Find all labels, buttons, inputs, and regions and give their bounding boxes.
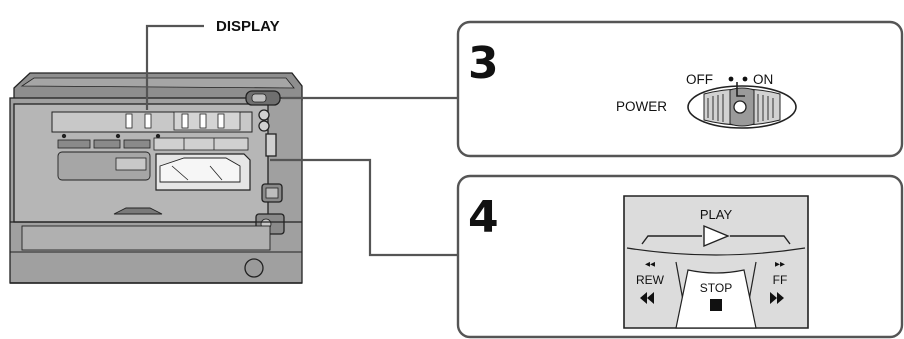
- video-deck-device: [9, 72, 303, 284]
- on-indicator-dot: [742, 76, 748, 82]
- fast-forward-button[interactable]: ▶▶ FF: [770, 261, 787, 304]
- off-label: OFF: [686, 72, 713, 87]
- fast-forward-icon: [770, 292, 784, 304]
- power-switch-pointer: [736, 82, 745, 97]
- play-icon: [703, 224, 730, 248]
- svg-text:◀◀: ◀◀: [645, 261, 656, 268]
- rewind-icon: [640, 292, 654, 304]
- rewind-button[interactable]: ◀◀ REW: [636, 261, 665, 304]
- svg-text:▶▶: ▶▶: [775, 261, 786, 268]
- leader-lines: [145, 24, 462, 257]
- play-button[interactable]: PLAY: [630, 202, 802, 248]
- rew-label: REW: [636, 273, 665, 287]
- display-leader-line: [145, 24, 204, 110]
- panel-step-4: 4 PLAY ◀◀ REW STO: [456, 174, 904, 339]
- display-button: [144, 113, 152, 129]
- step-number-3: 3: [468, 38, 499, 89]
- on-label: ON: [753, 72, 773, 87]
- play-leader-line: [270, 158, 458, 257]
- stop-button[interactable]: STOP: [675, 269, 757, 329]
- power-label: POWER: [616, 99, 667, 114]
- ff-label: FF: [773, 273, 788, 287]
- step-number-4: 4: [468, 192, 499, 243]
- power-switch-knob: [733, 100, 747, 114]
- stop-label: STOP: [700, 281, 732, 295]
- display-label: DISPLAY: [216, 18, 280, 35]
- transport-controls: PLAY ◀◀ REW STOP ▶▶: [623, 195, 809, 329]
- power-switch[interactable]: [687, 82, 797, 129]
- off-indicator-dot: [728, 76, 734, 82]
- stop-icon: [710, 299, 722, 311]
- play-label: PLAY: [700, 207, 733, 222]
- panel-step-3: 3 OFF ON POWER: [456, 20, 904, 158]
